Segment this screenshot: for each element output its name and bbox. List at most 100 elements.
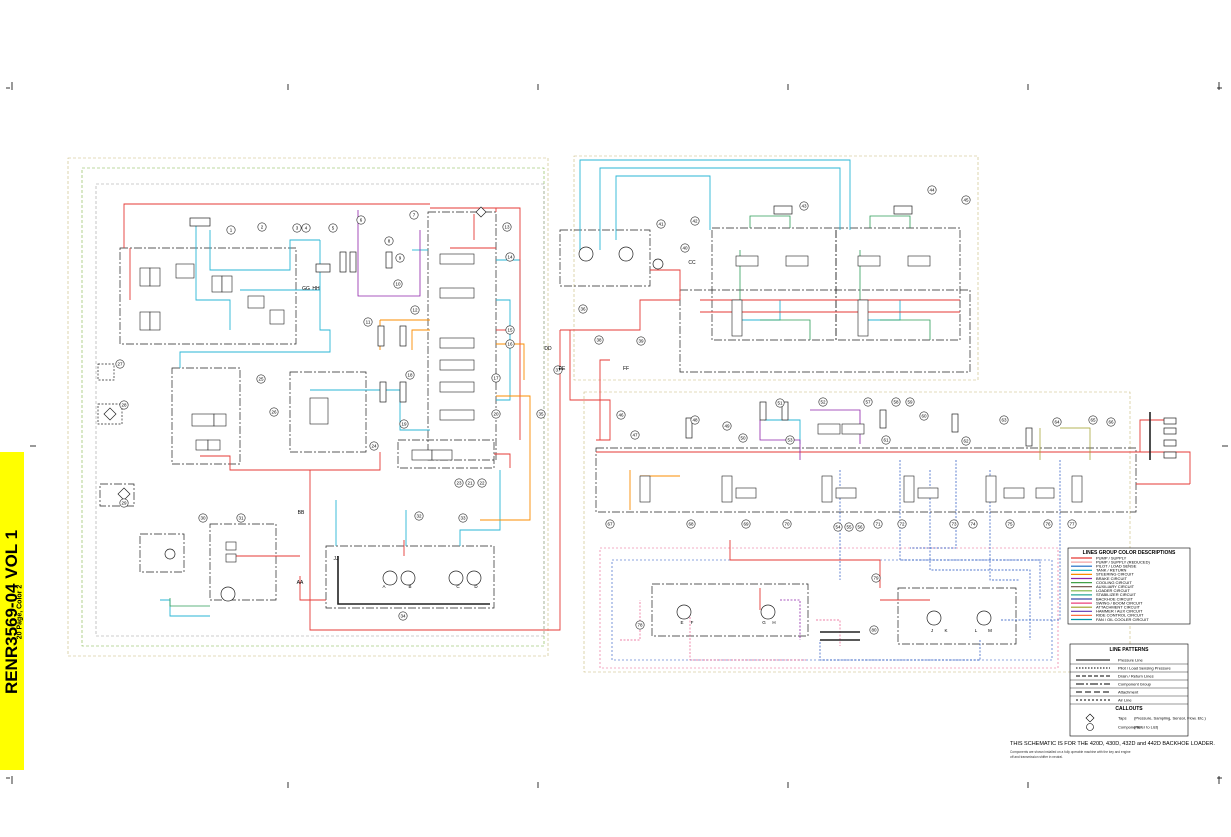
callout-45: 45 bbox=[961, 195, 971, 205]
tap-aa: AA bbox=[297, 580, 304, 586]
orange-lines bbox=[379, 319, 680, 521]
callout-79: 79 bbox=[871, 573, 881, 583]
callout-35: 35 bbox=[536, 409, 546, 419]
color-legend-row: PUMP / SUPPLY bbox=[1071, 555, 1127, 560]
callout-78: 78 bbox=[635, 620, 645, 630]
svg-text:78: 78 bbox=[637, 623, 643, 628]
svg-text:22: 22 bbox=[479, 481, 485, 486]
svg-text:12: 12 bbox=[412, 308, 418, 313]
callout-32: 32 bbox=[414, 511, 424, 521]
callout-73: 73 bbox=[949, 519, 959, 529]
callout-3: 3 bbox=[292, 223, 302, 233]
svg-text:60: 60 bbox=[921, 414, 927, 419]
svg-text:RIDE CONTROL CIRCUIT: RIDE CONTROL CIRCUIT bbox=[1096, 613, 1144, 618]
callout-44: 44 bbox=[927, 185, 937, 195]
color-legend: LINES GROUP COLOR DESCRIPTIONS PUMP / SU… bbox=[1067, 547, 1191, 625]
pink-lines bbox=[620, 600, 841, 661]
callout-6: 6 bbox=[356, 215, 366, 225]
svg-text:BRAKE CIRCUIT: BRAKE CIRCUIT bbox=[1096, 576, 1127, 581]
svg-text:69: 69 bbox=[743, 522, 749, 527]
callout-41: 41 bbox=[656, 219, 666, 229]
color-legend-row: PUMP / SUPPLY (REDUCED) bbox=[1071, 559, 1150, 564]
svg-text:18: 18 bbox=[407, 373, 413, 378]
callout-16: 16 bbox=[505, 339, 515, 349]
tap-jj: JJ bbox=[334, 556, 340, 562]
svg-text:49: 49 bbox=[724, 424, 730, 429]
svg-text:31: 31 bbox=[238, 516, 244, 521]
callout-26: 26 bbox=[269, 407, 279, 417]
port-a: A bbox=[382, 584, 385, 589]
color-legend-row: RIDE CONTROL CIRCUIT bbox=[1071, 613, 1144, 618]
line-pattern-row: Drain / Return Lines bbox=[1070, 674, 1188, 681]
callout-25: 25 bbox=[256, 374, 266, 384]
purple-lines bbox=[357, 210, 861, 640]
callout-60: 60 bbox=[919, 411, 929, 421]
tap-ff: FF bbox=[623, 366, 629, 372]
svg-text:28: 28 bbox=[121, 403, 127, 408]
callout-27: 27 bbox=[115, 359, 125, 369]
callout-47: 47 bbox=[630, 430, 640, 440]
tap-dd: DD bbox=[544, 346, 552, 352]
callout-77: 77 bbox=[1067, 519, 1077, 529]
callout-54: 54 bbox=[833, 522, 843, 532]
svg-text:43: 43 bbox=[801, 204, 807, 209]
color-legend-row: STEERING CIRCUIT bbox=[1071, 572, 1134, 577]
svg-text:47: 47 bbox=[632, 433, 638, 438]
callout-12: 12 bbox=[410, 305, 420, 315]
svg-text:16: 16 bbox=[507, 342, 513, 347]
callout-17: 17 bbox=[491, 373, 501, 383]
callout-74: 74 bbox=[968, 519, 978, 529]
tank-symbols bbox=[337, 412, 1151, 641]
callout-48: 48 bbox=[690, 415, 700, 425]
svg-text:6: 6 bbox=[360, 218, 363, 223]
svg-text:29: 29 bbox=[121, 501, 127, 506]
tap-cc: CC bbox=[688, 260, 696, 266]
callout-36: 36 bbox=[578, 304, 588, 314]
color-legend-row: FAN / OIL COOLER CIRCUIT bbox=[1071, 617, 1149, 622]
svg-text:HAMMER / AUX CIRCUIT: HAMMER / AUX CIRCUIT bbox=[1096, 609, 1143, 614]
filter-symbols bbox=[97, 206, 487, 501]
svg-text:7: 7 bbox=[413, 213, 416, 218]
tap-hh: HH bbox=[312, 286, 320, 292]
callout-52: 52 bbox=[818, 397, 828, 407]
svg-text:42: 42 bbox=[692, 219, 698, 224]
svg-text:Components: Components bbox=[1118, 725, 1141, 730]
svg-text:38: 38 bbox=[596, 338, 602, 343]
svg-text:SWING / BOOM CIRCUIT: SWING / BOOM CIRCUIT bbox=[1096, 600, 1143, 605]
port-h: H bbox=[772, 620, 775, 625]
schematic-note-line-2: off and transmission shifter in neutral. bbox=[1010, 755, 1063, 759]
callout-39: 39 bbox=[636, 336, 646, 346]
color-legend-title: LINES GROUP COLOR DESCRIPTIONS bbox=[1083, 550, 1176, 556]
callout-18: 18 bbox=[405, 370, 415, 380]
svg-text:15: 15 bbox=[507, 328, 513, 333]
callout-63: 63 bbox=[999, 415, 1009, 425]
callout-71: 71 bbox=[873, 519, 883, 529]
callout-19: 19 bbox=[399, 419, 409, 429]
callout-7: 7 bbox=[409, 210, 419, 220]
callout-28: 28 bbox=[119, 400, 129, 410]
tap-gg: GG bbox=[302, 286, 310, 292]
svg-text:61: 61 bbox=[883, 438, 889, 443]
callout-34: 34 bbox=[398, 611, 408, 621]
port-l: L bbox=[975, 628, 978, 633]
svg-text:71: 71 bbox=[875, 522, 881, 527]
line-pattern-title: LINE PATTERNS bbox=[1110, 647, 1150, 653]
svg-text:54: 54 bbox=[835, 525, 841, 530]
return-lines bbox=[160, 159, 901, 617]
port-b: B bbox=[408, 584, 411, 589]
color-legend-row: BRAKE CIRCUIT bbox=[1071, 576, 1127, 581]
svg-text:11: 11 bbox=[366, 320, 371, 325]
line-pattern-row: Attachment bbox=[1070, 690, 1188, 697]
callout-11: 11 bbox=[363, 317, 373, 327]
svg-text:4: 4 bbox=[305, 226, 308, 231]
svg-text:76: 76 bbox=[1045, 522, 1051, 527]
callout-legend-diamond: Taps(Pressure, Sampling, Sensor, Flow, E… bbox=[1085, 713, 1206, 723]
schematic-note-line-1: Components are shown installed on a full… bbox=[1010, 750, 1131, 754]
svg-text:Taps: Taps bbox=[1118, 716, 1126, 721]
callout-29: 29 bbox=[119, 498, 129, 508]
svg-text:45: 45 bbox=[963, 198, 969, 203]
callout-76: 76 bbox=[1043, 519, 1053, 529]
svg-text:13: 13 bbox=[504, 225, 510, 230]
color-legend-row: STABILIZER CIRCUIT bbox=[1071, 592, 1136, 597]
